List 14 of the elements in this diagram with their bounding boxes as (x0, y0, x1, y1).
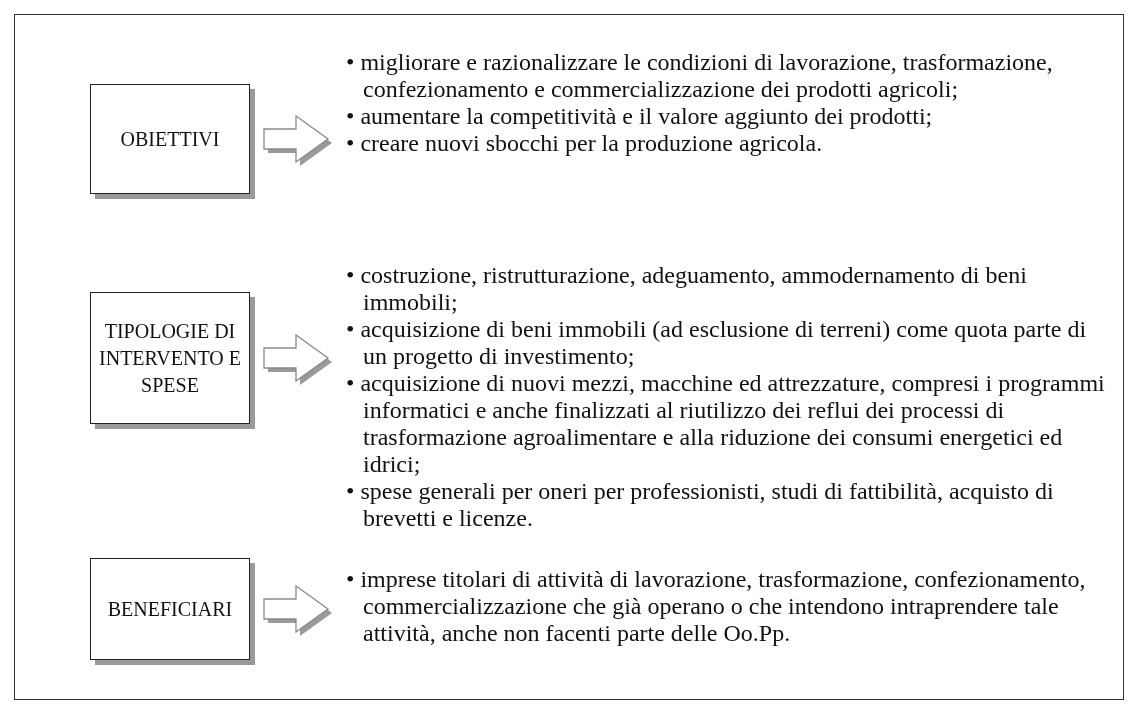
box-title: BENEFICIARI (106, 596, 234, 622)
bullet-item: • acquisizione di beni immobili (ad esclusione di terreni) come quota parte di un progetto di investimento; (346, 316, 1088, 370)
block-arrow (263, 114, 332, 166)
bullet-item: • migliorare e razionalizzare le condizioni di lavorazione, trasformazione, confezionamento e commercializzazione dei prodotti agricoli; (346, 49, 1054, 103)
block-arrow (263, 584, 332, 636)
box-title: TIPOLOGIE DI INTERVENTO E SPESE (98, 318, 242, 398)
bullet-item: • spese generali per oneri per professionisti, studi di fattibilità, acquisto di brevetti e licenze. (346, 478, 1055, 532)
bullet-item: • creare nuovi sbocchi per la produzione agricola. (346, 130, 824, 157)
box-title: OBIETTIVI (119, 126, 221, 152)
bullet-item: • aumentare la competitività e il valore aggiunto dei prodotti; (346, 103, 934, 130)
block-arrow (263, 333, 332, 385)
bullet-item: • acquisizione di nuovi mezzi, macchine ed attrezzature, compresi i programmi informatici e anche finalizzati al riutilizzo dei reflui dei processi di trasformazione agroalimentare e alla riduzione dei consumi energetici ed idrici; (346, 370, 1106, 478)
bullet-item: • costruzione, ristrutturazione, adeguamento, ammodernamento di beni immobili; (346, 262, 1028, 316)
bullet-item: • imprese titolari di attività di lavorazione, trasformazione, confezionamento, commercializzazione che già operano o che intendono intraprendere tale attività, anche non facenti parte delle Oo.Pp. (346, 566, 1087, 647)
